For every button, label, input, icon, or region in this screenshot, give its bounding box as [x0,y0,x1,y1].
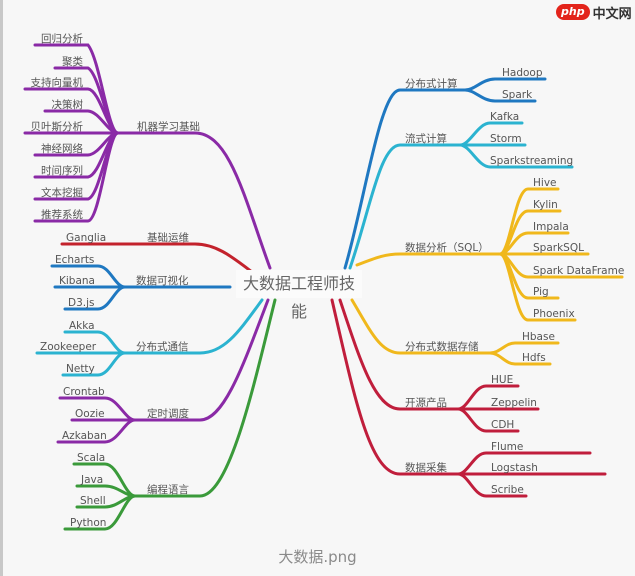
leaf-zookeeper[interactable]: Zookeeper [40,341,97,353]
leaf-phoenix[interactable]: Phoenix [533,308,575,320]
leaf-kylin[interactable]: Kylin [533,199,558,211]
branch-dc-lines [343,77,547,270]
branch-ml-lines [23,43,272,270]
node-store[interactable]: 分布式数据存储 [405,341,479,353]
branch-comm-lines [35,298,264,377]
leaf-time-series[interactable]: 时间序列 [41,165,83,177]
leaf-crontab[interactable]: Crontab [63,386,105,398]
leaf-text-mining[interactable]: 文本挖掘 [41,187,83,199]
leaf-akka[interactable]: Akka [69,320,95,332]
leaf-bayesian[interactable]: 贝叶斯分析 [30,121,84,133]
branch-oss-lines [338,298,540,433]
branch-sched-lines [56,298,270,444]
node-ops[interactable]: 基础运维 [147,232,189,244]
leaf-echarts[interactable]: Echarts [55,254,95,266]
leaf-hive[interactable]: Hive [533,177,557,189]
node-viz[interactable]: 数据可视化 [136,275,189,287]
branch-collect-lines [330,298,607,498]
leaf-flume[interactable]: Flume [491,441,524,453]
leaf-oozie[interactable]: Oozie [75,408,105,420]
leaf-pig[interactable]: Pig [533,286,549,298]
php-logo-icon: php [556,4,590,20]
branch-stream-lines [348,121,574,270]
node-comm[interactable]: 分布式通信 [136,341,189,353]
branch-store-lines [350,298,560,366]
left-border [0,0,3,576]
leaf-java[interactable]: Java [81,474,104,486]
leaf-netty[interactable]: Netty [66,363,95,375]
leaf-neural-network[interactable]: 神经网络 [41,143,83,155]
branch-viz-lines [50,264,232,311]
node-lang[interactable]: 编程语言 [147,484,189,496]
leaf-hadoop[interactable]: Hadoop [502,67,543,79]
leaf-decision-tree[interactable]: 决策树 [51,99,84,111]
node-collect[interactable]: 数据采集 [405,462,447,474]
node-sql[interactable]: 数据分析（SQL） [405,242,489,254]
leaf-sparksql[interactable]: SparkSQL [533,242,584,254]
php-cn-watermark: php 中文网 [556,3,632,22]
image-caption: 大数据.png [278,548,357,566]
leaf-kafka[interactable]: Kafka [490,111,520,123]
leaf-shell[interactable]: Shell [80,495,106,507]
leaf-azkaban[interactable]: Azkaban [62,430,107,442]
leaf-logstash[interactable]: Logstash [491,462,538,474]
leaf-kibana[interactable]: Kibana [59,275,95,287]
leaf-python[interactable]: Python [70,517,107,529]
leaf-ganglia[interactable]: Ganglia [66,232,107,244]
leaf-spark[interactable]: Spark [502,89,533,101]
leaf-scala[interactable]: Scala [77,452,106,464]
leaf-d3js[interactable]: D3.js [68,297,95,309]
leaf-hdfs[interactable]: Hdfs [522,352,546,364]
node-oss[interactable]: 开源产品 [405,397,447,409]
leaf-regression[interactable]: 回归分析 [41,33,83,45]
leaf-zeppelin[interactable]: Zeppelin [491,397,537,409]
leaf-scribe[interactable]: Scribe [491,484,524,496]
branch-lang-lines [63,298,277,531]
leaf-hue[interactable]: HUE [491,374,514,386]
leaf-cdh[interactable]: CDH [491,419,515,431]
watermark-text: 中文网 [592,6,632,22]
leaf-storm[interactable]: Storm [490,133,522,145]
leaf-sparkstreaming[interactable]: Sparkstreaming [490,155,574,167]
node-stream[interactable]: 流式计算 [405,133,447,145]
node-dc[interactable]: 分布式计算 [405,78,458,90]
node-sched[interactable]: 定时调度 [147,408,189,420]
center-node[interactable]: 大数据工程师技能 [236,270,362,321]
leaf-hbase[interactable]: Hbase [522,331,555,343]
leaf-svm[interactable]: 支持向量机 [30,77,84,89]
branch-sql-lines [355,187,624,322]
leaf-recommender[interactable]: 推荐系统 [41,209,83,221]
leaf-impala[interactable]: Impala [533,221,569,233]
node-ml[interactable]: 机器学习基础 [137,121,200,133]
branch-ops-lines [60,242,254,274]
leaf-clustering[interactable]: 聚类 [62,56,83,68]
leaf-spark-dataframe[interactable]: Spark DataFrame [533,265,625,277]
